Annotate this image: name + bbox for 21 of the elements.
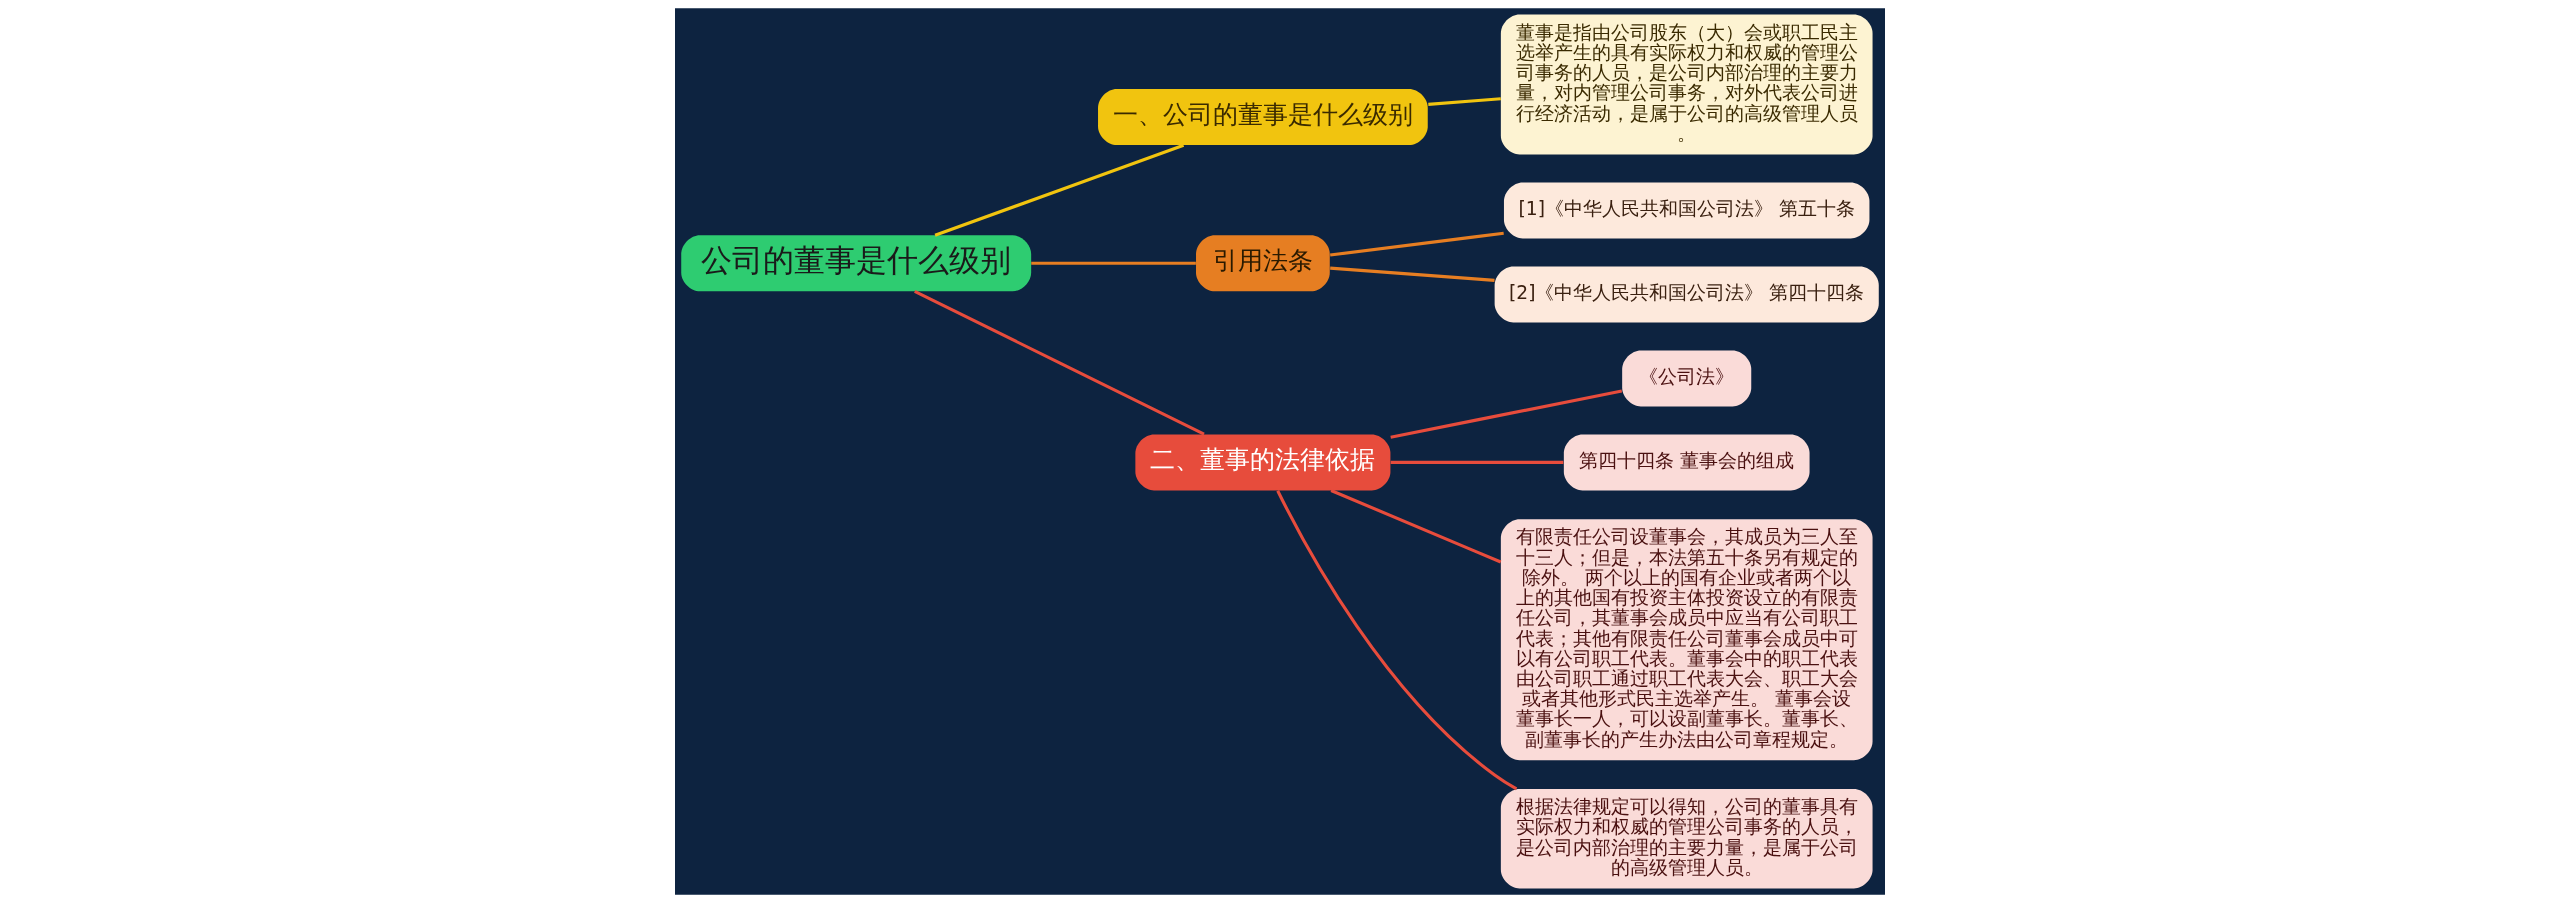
- connector: [1390, 389, 1623, 439]
- node-box: 根据法律规定可以得知，公司的董事具有实际权力和权威的管理公司事务的人员，是公司内部治理的主要力量，是属于公司的高级管理人员。: [1500, 789, 1873, 889]
- node-box: 董事是指由公司股东（大）会或职工民主选举产生的具有实际权力和权威的管理公司事务的人员，是公司内部治理的主要力量，对内管理公司事务，对外代表公司进行经济活动，是属于公司的高级管理人员。: [1500, 14, 1873, 155]
- node-box: 有限责任公司设董事会，其成员为三人至十三人；但是，本法第五十条另有规定的除外。 两个以上的国有企业或者两个以上的其他国有投资主体投资设立的有限责任公司，其董事会成员中应当有公司职工代表；其他有限责任公司董事会成员中可以有公司职工代表。董事会中的职工代表由公司职工通过职工代表大会、职工大会或者其他形式民主选举产生。 董事会设董事长一人，可以设副董事长。董事长、副董事长的产生办法由公司章程规定。: [1500, 519, 1873, 761]
- connector: [1428, 97, 1501, 106]
- node-box: 公司的董事是什么级别: [681, 235, 1032, 292]
- node-box: [1]《中华人民共和国公司法》 第五十条: [1503, 182, 1870, 239]
- node-box: 引用法条: [1196, 235, 1330, 292]
- node-box: 二、董事的法律依据: [1135, 434, 1391, 491]
- connector: [1330, 231, 1504, 257]
- node-box: 第四十四条 董事会的组成: [1563, 434, 1810, 491]
- node-box: 《公司法》: [1622, 350, 1752, 407]
- connector: [914, 290, 1205, 436]
- node-box: [2]《中华人民共和国公司法》 第四十四条: [1494, 266, 1879, 323]
- connector: [1031, 261, 1196, 265]
- connector: [1276, 490, 1518, 791]
- connector: [1390, 460, 1564, 464]
- node-box: 一、公司的董事是什么级别: [1098, 89, 1428, 146]
- connector: [1330, 266, 1495, 282]
- connector: [1330, 489, 1502, 564]
- connector: [934, 143, 1185, 237]
